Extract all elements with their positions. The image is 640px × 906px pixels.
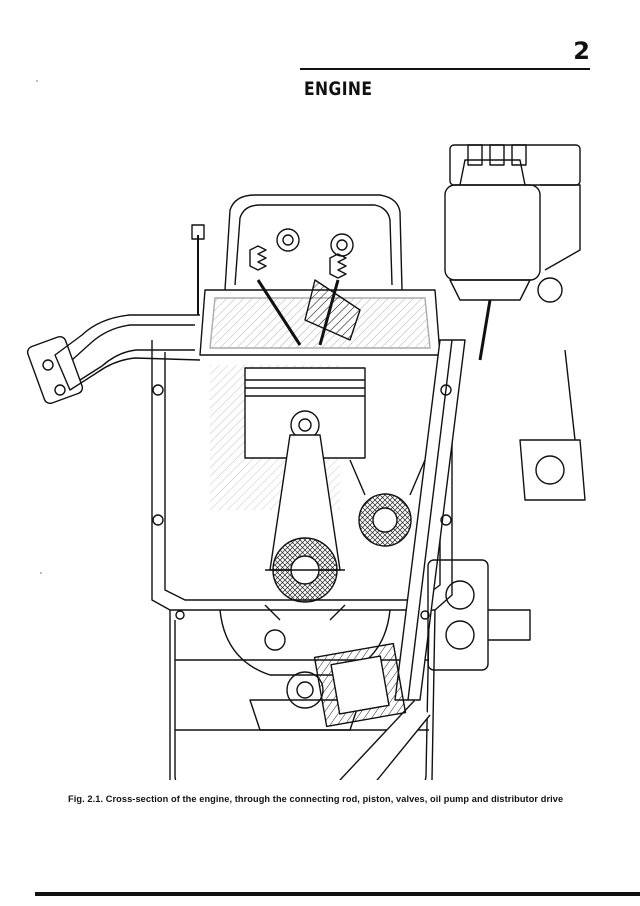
oil-pump	[427, 559, 531, 671]
bottom-rule	[35, 892, 640, 896]
carburettor	[449, 144, 586, 501]
distributor	[444, 144, 541, 361]
engine-illustration	[26, 144, 586, 780]
camshaft	[349, 459, 426, 547]
engine-cross-section-figure	[20, 140, 620, 780]
connecting-rod	[264, 434, 346, 651]
scan-speck	[40, 572, 42, 574]
inlet-manifold	[26, 314, 201, 405]
engine-block	[151, 340, 453, 611]
figure-caption: Fig. 2.1. Cross-section of the engine, t…	[68, 794, 564, 804]
valve-gear	[249, 228, 361, 346]
scan-speck	[36, 80, 38, 82]
rocker-cover	[224, 194, 403, 291]
bolts	[152, 384, 452, 620]
dipstick	[191, 224, 205, 315]
title-rule	[300, 68, 590, 70]
chapter-number: 2	[573, 37, 590, 65]
chapter-title: ENGINE	[304, 78, 373, 100]
distributor-drive-shaft	[313, 339, 466, 780]
